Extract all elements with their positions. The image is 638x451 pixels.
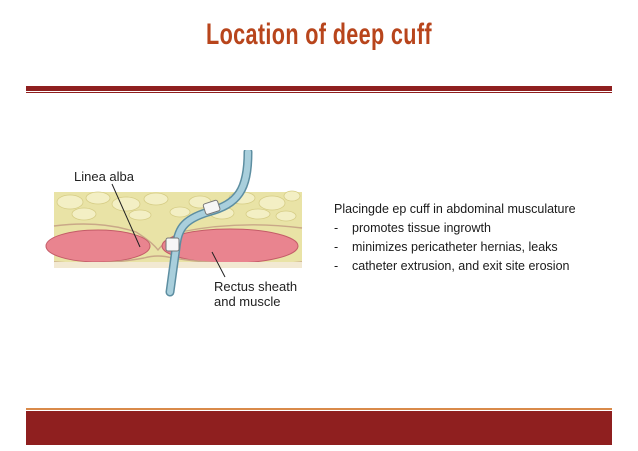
- bullet-marker: -: [334, 259, 339, 273]
- bullet-marker: -: [334, 221, 339, 235]
- title-divider-thick: [26, 86, 612, 91]
- deep-cuff-illustration: Linea alba Rectus sheath and muscle: [40, 150, 320, 322]
- footer-accent-line: [26, 408, 612, 410]
- notes-block: Placingde ep cuff in abdominal musculatu…: [334, 200, 624, 276]
- fascia-line: [53, 223, 303, 252]
- slide-title: Location of deep cuff: [206, 18, 432, 51]
- bullet-text: minimizes pericatheter hernias, leaks: [352, 240, 558, 254]
- cross-section-diagram: Linea alba Rectus sheath and muscle: [40, 150, 320, 322]
- deep-cuff: [165, 237, 180, 252]
- label-linea-alba: Linea alba: [74, 169, 135, 184]
- notes-bullet-2: -minimizes pericatheter hernias, leaks: [334, 238, 624, 257]
- superficial-cuff: [202, 199, 221, 215]
- bullet-text: catheter extrusion, and exit site erosio…: [352, 259, 570, 273]
- linea-alba-leader: [111, 183, 141, 248]
- bullet-text: promotes tissue ingrowth: [352, 221, 491, 235]
- rectus-leader: [211, 251, 226, 278]
- label-rectus-line1: Rectus sheath: [214, 279, 297, 294]
- notes-heading: Placingde ep cuff in abdominal musculatu…: [334, 202, 576, 216]
- label-rectus-line2: and muscle: [214, 294, 280, 309]
- footer-bar: [26, 411, 612, 445]
- notes-bullet-1: -promotes tissue ingrowth: [334, 219, 624, 238]
- bullet-marker: -: [334, 240, 339, 254]
- notes-bullet-3: -catheter extrusion, and exit site erosi…: [334, 257, 624, 276]
- title-divider-thin: [26, 92, 612, 93]
